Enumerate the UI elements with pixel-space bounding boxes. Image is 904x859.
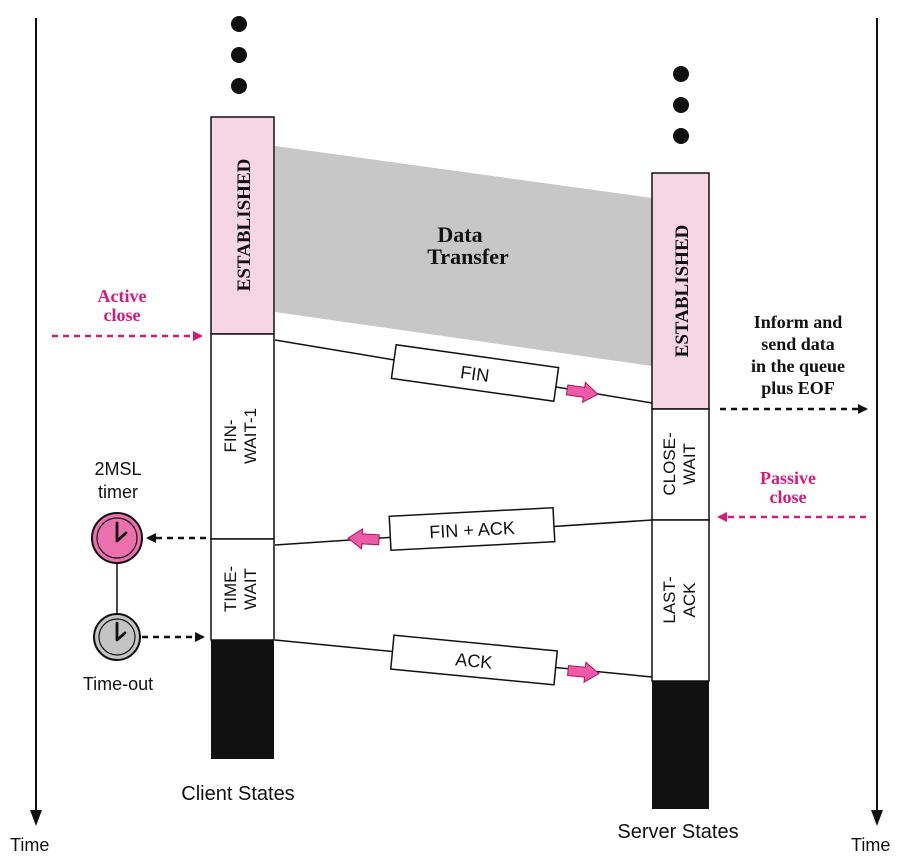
server-states-caption: Server States <box>617 821 738 843</box>
timer-label-line1: 2MSL <box>94 459 141 479</box>
ack-segment-label: ACK <box>455 649 494 672</box>
passive-close-label-line1: Passive <box>760 468 816 488</box>
passive-close-label-line2: close <box>770 487 807 507</box>
client-established-label: ESTABLISHED <box>234 159 255 292</box>
server-last-ack-state <box>651 519 710 682</box>
server-state-column <box>651 172 710 809</box>
timeout-label: Time-out <box>83 674 153 694</box>
server-established-label: ESTABLISHED <box>672 225 693 358</box>
client-state-column <box>210 116 275 759</box>
time-label-left: Time <box>10 835 49 855</box>
client-states-caption: Client States <box>181 783 294 805</box>
active-close-label-line1: Active <box>98 286 147 306</box>
timer-start-clock-icon <box>91 512 143 564</box>
inform-label-line2: send data <box>761 334 835 354</box>
inform-label-line3: in the queue <box>751 356 845 376</box>
ack-direction-arrow <box>567 661 600 684</box>
server-last-ack-label-line2: ACK <box>680 582 699 618</box>
client-time-wait-label-line2: WAIT <box>241 568 260 610</box>
timer-label-line2: timer <box>98 482 138 502</box>
client-established-state <box>210 116 275 335</box>
data-transfer-label-line2: Transfer <box>427 244 509 269</box>
timeout-clock-icon <box>93 613 141 661</box>
inform-label-line1: Inform and <box>754 312 843 332</box>
inform-app-note: Inform and send data in the queue plus E… <box>751 312 845 398</box>
fin-direction-arrow <box>565 381 599 404</box>
client-fin-wait-label-line2: WAIT-1 <box>241 408 260 464</box>
inform-label-line4: plus EOF <box>761 378 835 398</box>
server-close-wait-label-line2: WAIT <box>680 443 699 485</box>
server-ellipsis-dots <box>673 66 689 144</box>
data-transfer-band <box>275 146 652 366</box>
active-close-label-line2: close <box>104 305 141 325</box>
client-closed-state <box>211 640 274 759</box>
fin-segment: FIN <box>390 343 560 403</box>
server-close-wait-label-line1: CLOSE- <box>660 432 679 495</box>
fin-ack-segment-label: FIN + ACK <box>429 518 515 542</box>
server-closed-state <box>652 681 709 809</box>
client-time-wait-state <box>210 538 275 641</box>
client-fin-wait-label-line1: FIN- <box>221 419 240 452</box>
time-axis-right <box>871 18 883 826</box>
client-time-wait-label-line1: TIME- <box>221 566 240 612</box>
time-axis-left <box>30 18 42 826</box>
client-fin-wait-1-state <box>210 333 275 540</box>
fin-segment-label: FIN <box>459 362 491 386</box>
client-ellipsis-dots <box>231 16 247 94</box>
time-label-right: Time <box>851 835 890 855</box>
ack-segment: ACK <box>389 634 559 686</box>
data-transfer-label-line1: Data <box>437 222 482 247</box>
server-last-ack-label-line1: LAST- <box>660 576 679 623</box>
server-established-state <box>651 172 710 410</box>
server-close-wait-state <box>651 408 710 521</box>
fin-ack-segment: FIN + ACK <box>388 506 556 552</box>
fin-ack-direction-arrow <box>347 527 380 550</box>
